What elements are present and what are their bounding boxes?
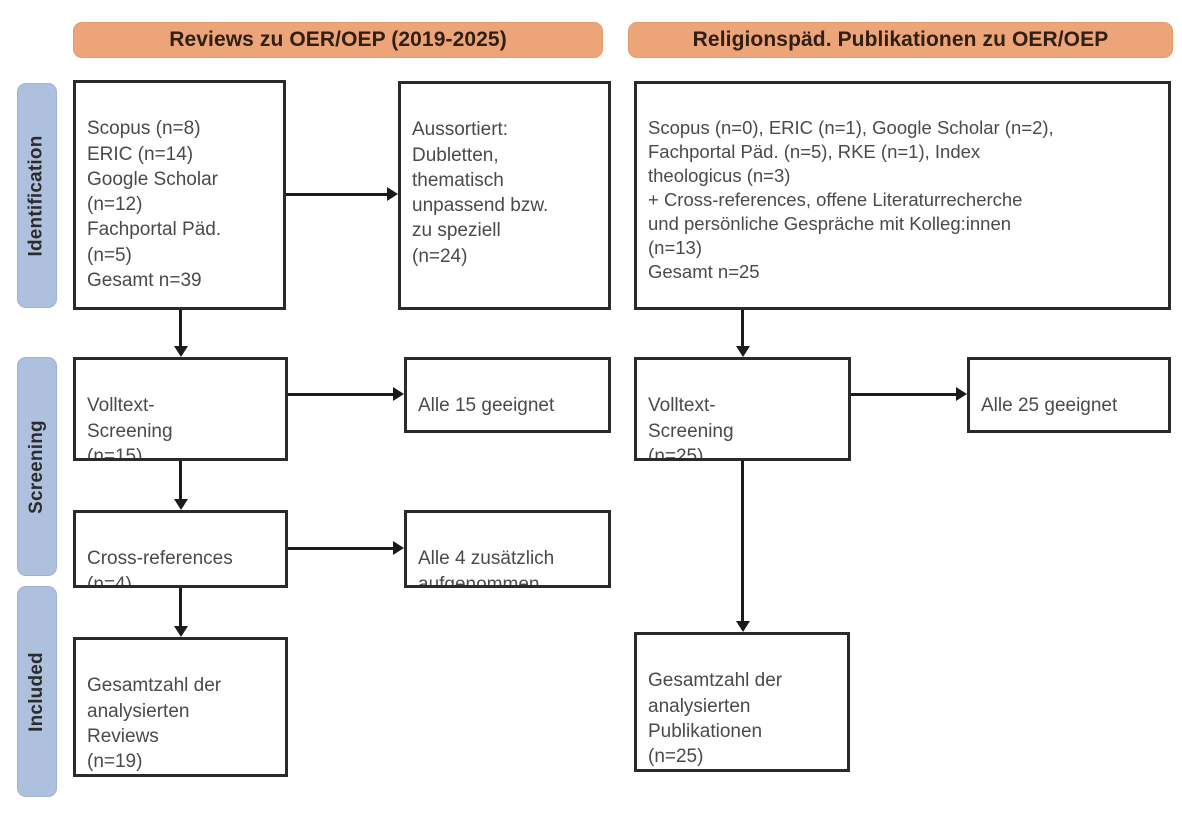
connector-left-screening-to-crossrefs: [179, 461, 182, 499]
box-left-identification-sources-text: Scopus (n=8) ERIC (n=14) Google Scholar …: [87, 118, 222, 291]
connector-left-screening-to-suitable: [288, 393, 393, 396]
arrow-left-screening-to-suitable: [393, 387, 404, 401]
box-right-fulltext-screening: Volltext- Screening (n=25): [634, 357, 851, 461]
connector-left-sources-to-screening: [179, 310, 182, 346]
stage-pill-included: Included: [17, 586, 57, 797]
box-left-fulltext-screening: Volltext- Screening (n=15): [73, 357, 288, 461]
stage-pill-identification: Identification: [17, 83, 57, 308]
box-right-fulltext-screening-text: Volltext- Screening (n=25): [648, 395, 734, 461]
column-header-reviews-label: Reviews zu OER/OEP (2019-2025): [169, 28, 507, 51]
box-left-included-total-text: Gesamtzahl der analysierten Reviews (n=1…: [87, 675, 222, 773]
connector-right-screening-to-suitable: [851, 393, 956, 396]
column-header-reviews: Reviews zu OER/OEP (2019-2025): [73, 22, 603, 58]
arrow-left-crossrefs-to-added: [393, 541, 404, 555]
connector-left-sources-to-excluded: [286, 193, 387, 196]
box-left-excluded-text: Aussortiert: Dubletten, thematisch unpas…: [412, 119, 549, 267]
box-left-included-total: Gesamtzahl der analysierten Reviews (n=1…: [73, 637, 288, 777]
box-right-all-suitable: Alle 25 geeignet: [967, 357, 1171, 433]
arrow-left-crossrefs-to-included: [174, 626, 188, 637]
connector-right-screening-to-included: [741, 461, 744, 621]
arrow-left-screening-to-crossrefs: [174, 499, 188, 510]
arrow-right-screening-to-included: [736, 621, 750, 632]
box-left-all-suitable: Alle 15 geeignet: [404, 357, 611, 433]
connector-left-crossrefs-to-added: [288, 547, 393, 550]
connector-left-crossrefs-to-included: [179, 588, 182, 626]
box-right-identification-sources: Scopus (n=0), ERIC (n=1), Google Scholar…: [634, 81, 1171, 310]
box-right-identification-sources-text: Scopus (n=0), ERIC (n=1), Google Scholar…: [648, 117, 1054, 283]
box-left-all-suitable-text: Alle 15 geeignet: [418, 395, 555, 417]
box-right-included-total-text: Gesamtzahl der analysierten Publikatione…: [648, 670, 783, 768]
box-left-all-added: Alle 4 zusätzlich aufgenommen: [404, 510, 611, 588]
stage-pill-screening: Screening: [17, 357, 57, 576]
box-right-all-suitable-text: Alle 25 geeignet: [981, 395, 1118, 417]
box-left-fulltext-screening-text: Volltext- Screening (n=15): [87, 395, 173, 461]
stage-label-screening: Screening: [26, 419, 48, 514]
stage-label-included: Included: [26, 651, 47, 732]
box-left-cross-references: Cross-references (n=4): [73, 510, 288, 588]
box-left-identification-sources: Scopus (n=8) ERIC (n=14) Google Scholar …: [73, 80, 286, 310]
arrow-right-screening-to-suitable: [956, 387, 967, 401]
box-left-excluded: Aussortiert: Dubletten, thematisch unpas…: [398, 81, 611, 310]
column-header-religionspaed-label: Religionspäd. Publikationen zu OER/OEP: [692, 28, 1109, 51]
arrow-left-sources-to-excluded: [387, 187, 398, 201]
box-left-cross-references-text: Cross-references (n=4): [87, 548, 233, 588]
stage-label-identification: Identification: [26, 134, 47, 257]
box-left-all-added-text: Alle 4 zusätzlich aufgenommen: [418, 548, 555, 588]
connector-right-sources-to-screening: [741, 310, 744, 346]
column-header-religionspaed: Religionspäd. Publikationen zu OER/OEP: [628, 22, 1173, 58]
arrow-left-sources-to-screening: [174, 346, 188, 357]
arrow-right-sources-to-screening: [736, 346, 750, 357]
box-right-included-total: Gesamtzahl der analysierten Publikatione…: [634, 632, 850, 772]
